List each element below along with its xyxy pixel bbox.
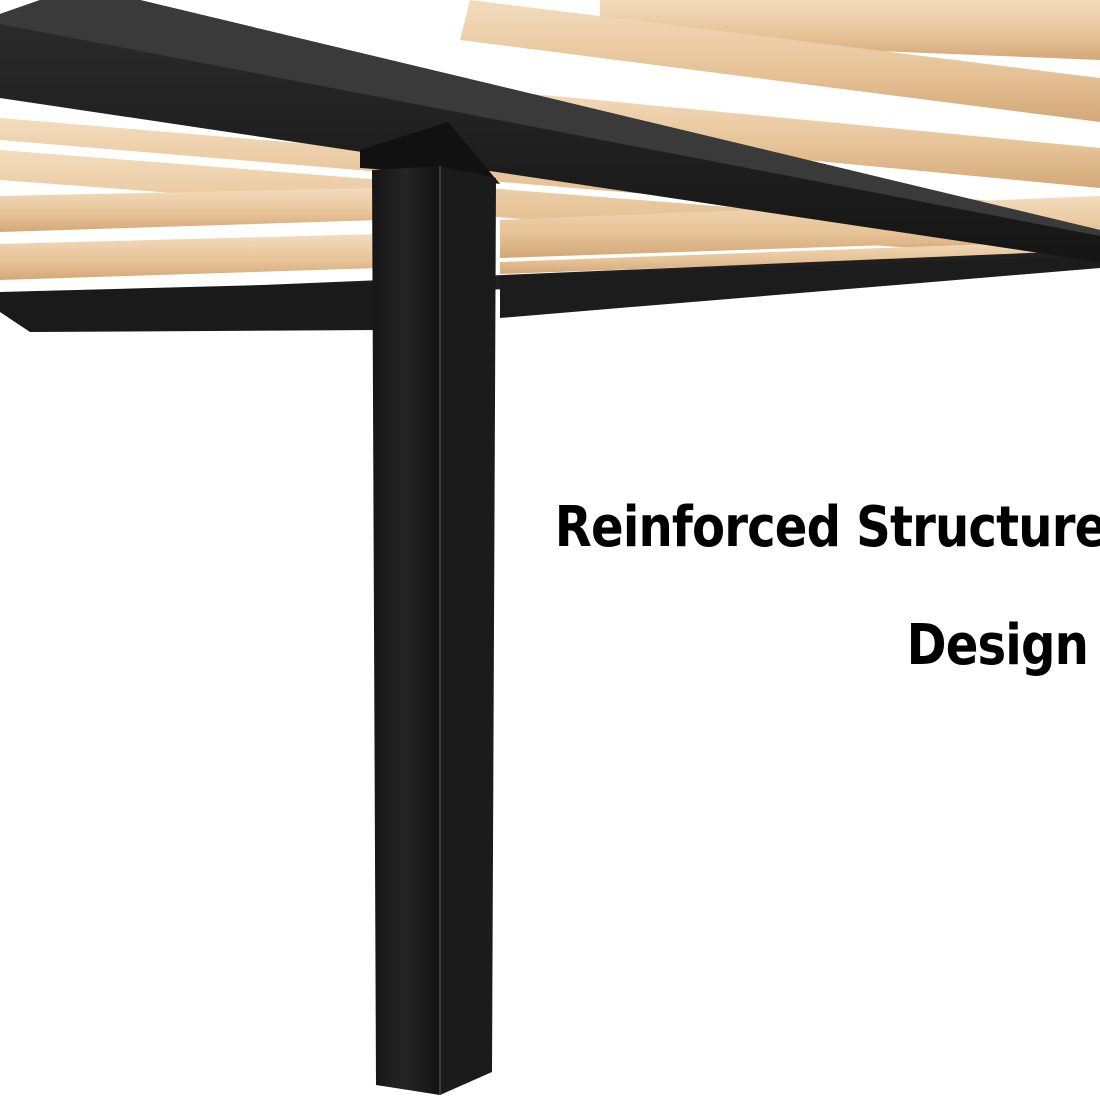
leg-side-face <box>440 166 496 1095</box>
center-rail <box>0 282 380 332</box>
beam-bracket <box>360 122 500 184</box>
wood-slat <box>0 188 380 232</box>
leg-front-face <box>372 166 440 1095</box>
wood-slat <box>470 88 1100 188</box>
center-rail <box>500 256 1100 318</box>
caption: Reinforced Structure Design <box>468 495 1100 678</box>
leg <box>372 166 496 1095</box>
caption-line-1: Reinforced Structure <box>554 495 1100 560</box>
wood-slat <box>0 234 380 280</box>
wood-slat <box>460 0 1100 122</box>
caption-line-2: Design <box>906 613 1089 678</box>
wood-slat <box>500 240 1100 274</box>
cross-beam-top-edge <box>0 0 1100 236</box>
